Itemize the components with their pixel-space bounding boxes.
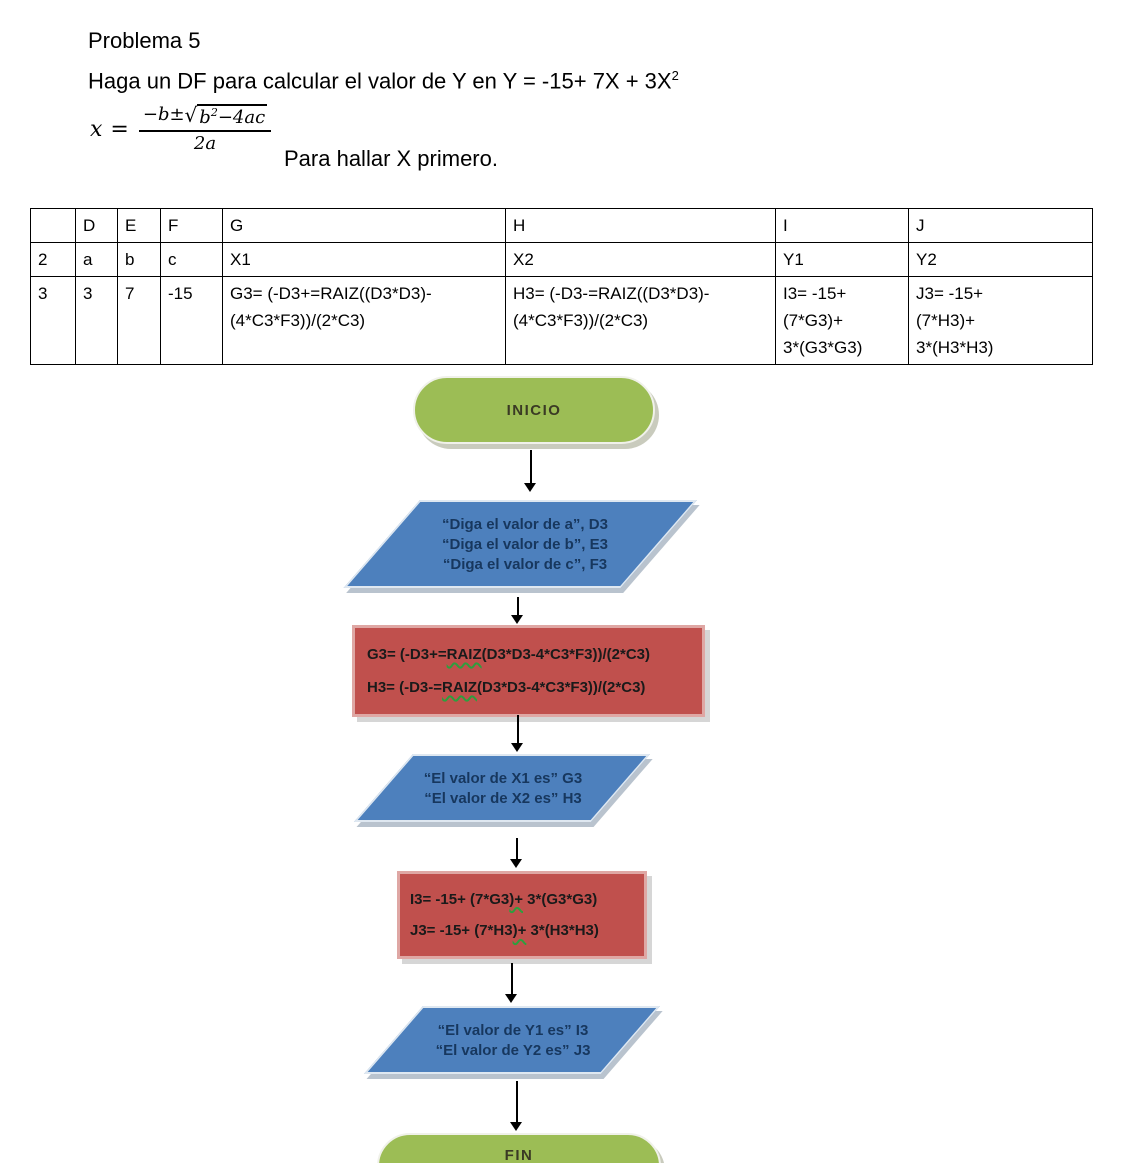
input-text: “Diga el valor de a”, D3 “Diga el valor … (348, 500, 702, 588)
output-parallelogram-y: “El valor de Y1 es” I3 “El valor de Y2 e… (363, 1006, 663, 1074)
line-part-misspelled: RAIZ (442, 679, 478, 696)
arrow-down-icon (524, 483, 536, 492)
process-line: G3= (-D3+=RAIZ(D3*D3-4*C3*F3))/(2*C3) (367, 646, 696, 663)
table-cell: X1 (222, 242, 506, 277)
formula-fraction: −b± √ b2−4ac 2a (138, 104, 272, 154)
line-part: 3*(G3*G3) (523, 890, 598, 908)
process-line: H3= (-D3-=RAIZ(D3*D3-4*C3*F3))/(2*C3) (367, 679, 696, 696)
radical-sign-icon: √ (184, 103, 198, 127)
flow-arrow (516, 838, 518, 859)
table-cell: c (160, 242, 223, 277)
table-header-row: D E F G H I J (30, 208, 1093, 243)
radicand: b2−4ac (197, 104, 268, 128)
flow-arrow (517, 597, 519, 615)
problem-statement: Haga un DF para calcular el valor de Y e… (88, 68, 679, 94)
io-line: “El valor de X2 es” H3 (424, 789, 582, 807)
line-part-misspelled: )+ (512, 922, 527, 940)
square-root: √ b2−4ac (185, 104, 268, 128)
formula-numerator: −b± √ b2−4ac (139, 104, 271, 130)
formula-equals: = (110, 116, 129, 142)
process-line: I3= -15+ (7*G3)+ 3*(G3*G3) (410, 891, 638, 908)
io-line: “Diga el valor de c”, F3 (442, 555, 608, 573)
flow-arrow (511, 963, 513, 994)
line-part-misspelled: RAIZ (446, 646, 482, 663)
header-cell: F (160, 208, 223, 243)
flow-arrow (516, 1081, 518, 1122)
table-cell: 3 (30, 276, 76, 365)
radicand-exponent: 2 (210, 106, 218, 119)
page-title: Problema 5 (88, 28, 201, 53)
table-cell: a (75, 242, 118, 277)
line-part: G3= (-D3+= (367, 646, 447, 663)
radicand-base: b (199, 107, 211, 128)
process-box-y-values: I3= -15+ (7*G3)+ 3*(G3*G3) J3= -15+ (7*H… (397, 871, 647, 959)
output-text: “El valor de X1 es” G3 “El valor de X2 e… (353, 754, 653, 822)
header-cell: I (775, 208, 909, 243)
table-cell: 7 (117, 276, 161, 365)
formula-denominator: 2a (138, 130, 272, 154)
header-cell: H (505, 208, 776, 243)
header-cell: D (75, 208, 118, 243)
flow-arrow (517, 715, 519, 743)
io-line: “Diga el valor de a”, D3 (442, 515, 608, 533)
output-parallelogram-x: “El valor de X1 es” G3 “El valor de X2 e… (353, 754, 653, 822)
line-part: 3*(H3*H3) (526, 922, 599, 940)
exponent: 2 (671, 68, 679, 83)
output-text: “El valor de Y1 es” I3 “El valor de Y2 e… (363, 1006, 663, 1074)
table-cell-formula-x2: H3= (-D3-=RAIZ((D3*D3)- (4*C3*F3))/(2*C3… (505, 276, 776, 365)
io-line: “El valor de Y2 es” J3 (435, 1041, 591, 1059)
radicand-rest: −4ac (217, 107, 266, 128)
spreadsheet-table: D E F G H I J 2 a b c X1 X2 Y1 Y2 3 3 7 … (30, 208, 1093, 365)
table-cell: b (117, 242, 161, 277)
io-line: “Diga el valor de b”, E3 (442, 535, 608, 553)
table-cell-formula-x1: G3= (-D3+=RAIZ((D3*D3)- (4*C3*F3))/(2*C3… (222, 276, 506, 365)
line-part: J3= -15+ (7*H3 (410, 922, 513, 940)
end-label: FIN (504, 1147, 534, 1163)
table-cell: 3 (75, 276, 118, 365)
process-box-roots: G3= (-D3+=RAIZ(D3*D3-4*C3*F3))/(2*C3) H3… (352, 625, 705, 717)
numerator-prefix: −b± (142, 104, 185, 125)
arrow-down-icon (510, 859, 522, 868)
header-cell: E (117, 208, 161, 243)
arrow-down-icon (510, 1122, 522, 1131)
line-part: H3= (-D3-= (367, 679, 443, 696)
line-part: (D3*D3-4*C3*F3))/(2*C3) (481, 646, 651, 663)
line-part: (D3*D3-4*C3*F3))/(2*C3) (477, 679, 646, 696)
end-terminator: FIN (377, 1133, 661, 1163)
table-cell: X2 (505, 242, 776, 277)
line-part: I3= -15+ (7*G3 (410, 890, 510, 908)
start-terminator: INICIO (413, 376, 655, 444)
table-cell-formula-y2: J3= -15+ (7*H3)+ 3*(H3*H3) (908, 276, 1093, 365)
flow-arrow (530, 450, 532, 483)
io-line: “El valor de Y1 es” I3 (437, 1021, 589, 1039)
io-line: “El valor de X1 es” G3 (423, 769, 583, 787)
process-line: J3= -15+ (7*H3)+ 3*(H3*H3) (410, 922, 638, 939)
table-row: 3 3 7 -15 G3= (-D3+=RAIZ((D3*D3)- (4*C3*… (30, 276, 1093, 365)
table-cell: -15 (160, 276, 223, 365)
table-row: 2 a b c X1 X2 Y1 Y2 (30, 242, 1093, 277)
table-cell: Y1 (775, 242, 909, 277)
quadratic-formula: x = −b± √ b2−4ac 2a (90, 104, 272, 154)
problem-statement-text: Haga un DF para calcular el valor de Y e… (88, 68, 672, 94)
header-cell: J (908, 208, 1093, 243)
start-label: INICIO (506, 401, 562, 419)
line-part-misspelled: )+ (509, 890, 523, 908)
table-cell-formula-y1: I3= -15+ (7*G3)+ 3*(G3*G3) (775, 276, 909, 365)
formula-lhs: x (90, 116, 103, 142)
header-cell (30, 208, 76, 243)
arrow-down-icon (505, 994, 517, 1003)
header-cell: G (222, 208, 506, 243)
input-parallelogram: “Diga el valor de a”, D3 “Diga el valor … (343, 500, 702, 588)
arrow-down-icon (511, 615, 523, 624)
table-cell: 2 (30, 242, 76, 277)
arrow-down-icon (511, 743, 523, 752)
helper-caption: Para hallar X primero. (284, 146, 498, 171)
table-cell: Y2 (908, 242, 1093, 277)
